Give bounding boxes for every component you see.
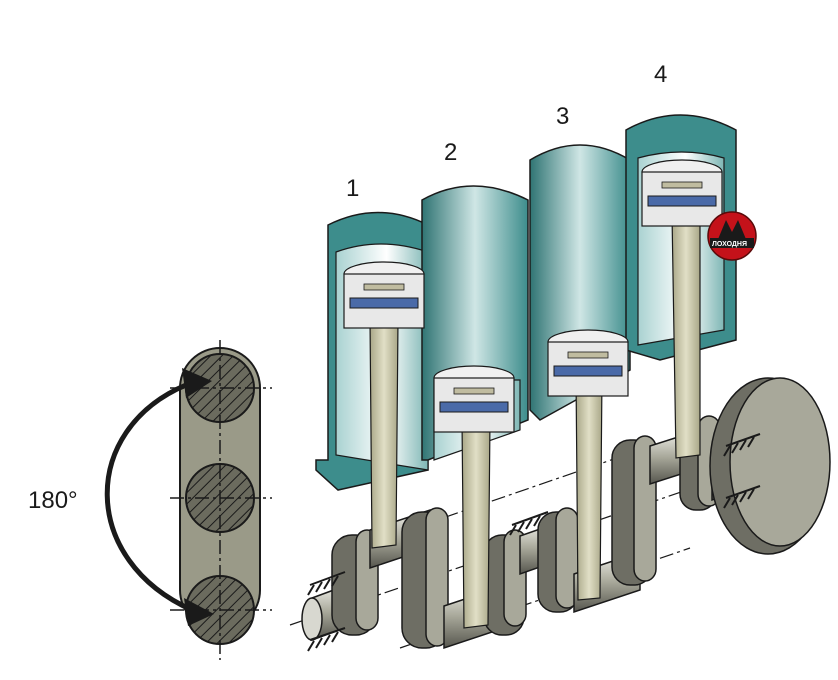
arrow-head-bottom	[184, 598, 214, 626]
rotation-arc-arrow	[104, 382, 194, 613]
crankshaft	[289, 377, 831, 652]
rod-4	[671, 213, 701, 459]
crank-position-schematic: 180°	[28, 340, 272, 660]
piston-1	[343, 261, 425, 329]
logo-text: ЛОХОДНЯ	[712, 241, 747, 248]
arrow-head-top	[182, 368, 212, 398]
cylinder-label-3: 3	[556, 103, 569, 130]
bearing-supports	[307, 433, 761, 652]
piston-3	[547, 329, 629, 397]
centerlines	[170, 340, 272, 660]
rod-2	[461, 419, 491, 629]
cylinder-label-4: 4	[654, 61, 667, 88]
cylinder-label-2: 2	[444, 139, 457, 166]
piston-4	[641, 159, 723, 227]
rod-1	[369, 319, 399, 549]
cylinder-label-1: 1	[346, 175, 359, 202]
pistons	[343, 159, 723, 433]
connecting-rods	[369, 213, 701, 629]
logo-badge: ЛОХОДНЯ	[707, 211, 757, 261]
piston-2	[433, 365, 515, 433]
rod-3	[575, 375, 603, 601]
angle-label: 180°	[28, 487, 78, 514]
